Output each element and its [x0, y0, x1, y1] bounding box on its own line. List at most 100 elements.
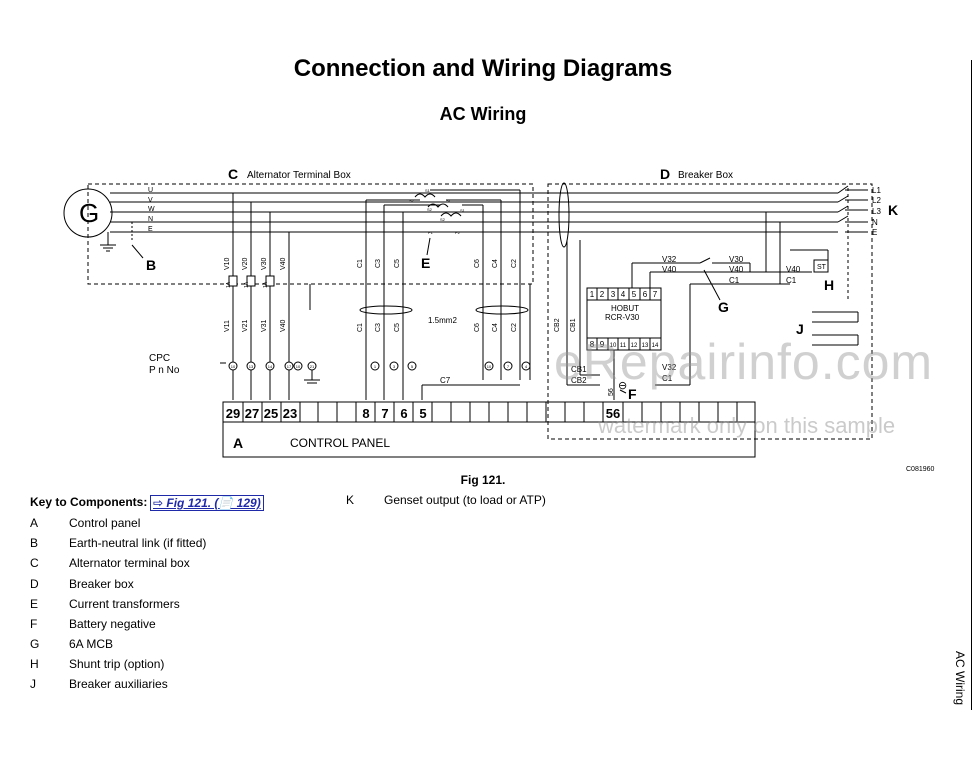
phase-w: W — [148, 206, 155, 213]
label-f: F — [628, 386, 637, 402]
ct-mark-5: S1 — [460, 208, 466, 213]
cpc-label: CPC — [149, 353, 170, 364]
ferrule-4: 17 — [287, 364, 292, 369]
label-d-text: Breaker Box — [678, 170, 733, 181]
key-letter: H — [30, 657, 39, 671]
key-letter: C — [30, 556, 39, 570]
wire-v40-lower: V40 — [280, 319, 287, 332]
wire-v21: V21 — [242, 319, 249, 332]
key-heading: Key to Components: — [30, 495, 148, 509]
relay-pin-11: 11 — [620, 343, 627, 349]
wire-c1-lower: C1 — [662, 374, 673, 383]
fuse-3: 1A — [263, 281, 269, 288]
ct-lower-c6: C6 — [474, 323, 481, 332]
wire-v32: V32 — [662, 255, 677, 264]
output-n: N — [872, 218, 878, 227]
relay-pin-10: 10 — [610, 343, 617, 349]
wire-c1-mcb: C1 — [729, 276, 740, 285]
key-text: Breaker auxiliaries — [69, 677, 168, 691]
key-text: Earth-neutral link (if fitted) — [69, 536, 207, 550]
wire-v10: V10 — [224, 257, 231, 270]
key-text: Battery negative — [69, 617, 156, 631]
ct-upper-c2: C2 — [511, 259, 518, 268]
ferrule-7: 1 — [374, 364, 377, 369]
label-k: K — [888, 202, 898, 218]
phase-e: E — [148, 226, 153, 233]
ferrule-9: 5 — [411, 364, 414, 369]
watermark-brand: eRepairinfo.com — [554, 334, 934, 390]
ct-lower-c1: C1 — [357, 323, 364, 332]
ferrule-10: 10 — [487, 364, 492, 369]
ct-upper-c6: C6 — [474, 259, 481, 268]
ct-lower-c5: C5 — [394, 323, 401, 332]
wire-v40-mcb: V40 — [729, 265, 744, 274]
relay-pin-8: 8 — [590, 340, 595, 349]
relay-pin-1: 1 — [590, 290, 595, 299]
ferrule-2: 13 — [249, 364, 254, 369]
section-title: AC Wiring — [439, 104, 527, 124]
watermark-note: watermark only on this sample — [598, 413, 896, 438]
terminal-5: 5 — [419, 406, 426, 421]
relay-pin-4: 4 — [621, 290, 626, 299]
terminal-6: 6 — [400, 406, 407, 421]
label-h: H — [824, 277, 834, 293]
ct-lower-c3: C3 — [375, 323, 382, 332]
side-tab-label: AC Wiring — [953, 650, 967, 706]
ferrule-1: 10 — [231, 364, 236, 369]
generator-label: G — [79, 198, 99, 228]
wire-v40: V40 — [662, 265, 677, 274]
ferrule-12: 4 — [525, 364, 528, 369]
label-c-text: Alternator Terminal Box — [247, 170, 351, 181]
output-l3: L3 — [872, 207, 881, 216]
ct-upper-c4: C4 — [492, 259, 499, 268]
wire-cb1-vertical: CB1 — [570, 318, 577, 332]
label-d: D — [660, 166, 670, 182]
shunt-trip-label: ST — [817, 264, 827, 271]
relay-pin-9: 9 — [600, 340, 605, 349]
output-l2: L2 — [872, 196, 881, 205]
relay-model: RCR-V30 — [605, 313, 640, 322]
key-text: Control panel — [69, 516, 141, 530]
cable-size-label: 1.5mm2 — [428, 316, 457, 325]
ferrule-6: 21 — [310, 364, 315, 369]
terminal-56: 56 — [606, 406, 620, 421]
key-letter: G — [30, 637, 40, 651]
key-letter: B — [30, 536, 39, 550]
figure-reference-link[interactable]: ⇨ Fig 121. (📄 129) — [150, 495, 264, 511]
key-item: J Breaker auxiliaries — [30, 677, 168, 691]
key-letter: E — [30, 597, 39, 611]
terminal-29: 29 — [226, 406, 240, 421]
terminal-23: 23 — [283, 406, 297, 421]
relay-pin-2: 2 — [600, 290, 605, 299]
page-title: Connection and Wiring Diagrams — [293, 55, 673, 82]
key-text: Alternator terminal box — [69, 556, 190, 570]
key-text: 6A MCB — [69, 637, 114, 651]
label-c: C — [228, 166, 238, 182]
ct-mark-4: S2 — [427, 207, 433, 212]
label-a: A — [233, 435, 243, 451]
control-panel-label: CONTROL PANEL — [290, 436, 390, 450]
label-b: B — [146, 257, 156, 273]
wire-v40-st: V40 — [786, 265, 801, 274]
wire-v32-lower: V32 — [662, 363, 677, 372]
side-rule — [971, 60, 972, 710]
battery-negative-symbol: ⊖ — [618, 380, 627, 392]
relay-pin-12: 12 — [631, 343, 638, 349]
key-letter: A — [30, 516, 39, 530]
key-letter: D — [30, 577, 39, 591]
key-letter: J — [30, 677, 36, 691]
terminal-8: 8 — [362, 406, 369, 421]
terminal-25: 25 — [264, 406, 278, 421]
wire-v30: V30 — [261, 257, 268, 270]
output-l1: L1 — [872, 186, 881, 195]
key-item: G 6A MCB — [30, 637, 113, 651]
wire-v11: V11 — [224, 320, 231, 332]
ct-lower-c4: C4 — [492, 323, 499, 332]
wire-v30: V30 — [729, 255, 744, 264]
key-text: Genset output (to load or ATP) — [384, 493, 546, 507]
key-item: B Earth-neutral link (if fitted) — [30, 536, 206, 550]
ct-upper-c5: C5 — [394, 259, 401, 268]
